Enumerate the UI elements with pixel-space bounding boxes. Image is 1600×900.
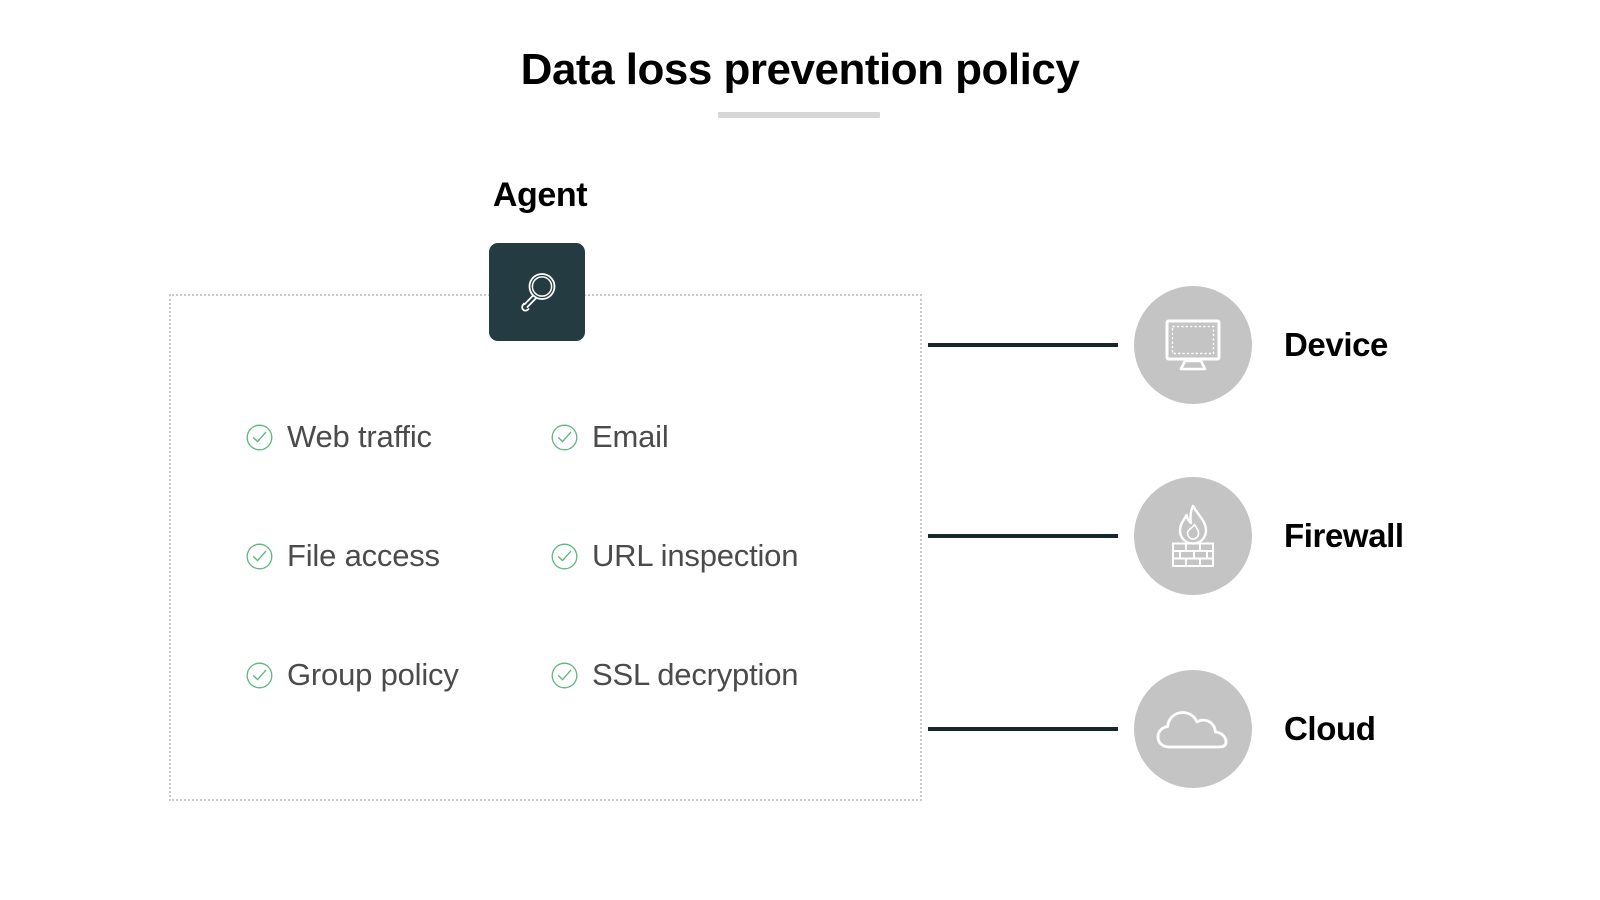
connector-line-firewall xyxy=(928,534,1118,538)
cloud-icon xyxy=(1155,705,1231,753)
feature-list: Web traffic Email xyxy=(246,420,886,777)
feature-label: Email xyxy=(592,419,669,454)
node-label: Cloud xyxy=(1284,710,1376,747)
node-device[interactable]: Device xyxy=(928,286,1388,404)
feature-label: SSL decryption xyxy=(592,657,799,692)
feature-row: Group policy SSL decryption xyxy=(246,658,886,777)
node-label: Device xyxy=(1284,326,1389,363)
feature-item-web-traffic[interactable]: Web traffic xyxy=(246,420,551,454)
check-circle-icon xyxy=(551,424,578,451)
feature-label: Web traffic xyxy=(287,419,432,454)
feature-item-url-inspection[interactable]: URL inspection xyxy=(551,539,871,573)
monitor-icon xyxy=(1161,315,1225,375)
title-underline xyxy=(718,112,880,118)
feature-label: Group policy xyxy=(287,657,459,692)
check-circle-icon xyxy=(246,662,273,689)
feature-row: File access URL inspection xyxy=(246,539,886,658)
agent-label: Agent xyxy=(492,176,588,214)
connector-line-cloud xyxy=(928,727,1118,731)
check-circle-icon xyxy=(551,543,578,570)
node-cloud[interactable]: Cloud xyxy=(928,670,1376,788)
node-icon-circle xyxy=(1134,477,1252,595)
node-icon-circle xyxy=(1134,286,1252,404)
connector-line-device xyxy=(928,343,1118,347)
feature-label: File access xyxy=(287,538,440,573)
feature-item-ssl-decryption[interactable]: SSL decryption xyxy=(551,658,871,692)
feature-item-file-access[interactable]: File access xyxy=(246,539,551,573)
node-label: Firewall xyxy=(1284,517,1404,554)
feature-label: URL inspection xyxy=(592,538,799,573)
check-circle-icon xyxy=(246,543,273,570)
agent-tile[interactable] xyxy=(489,243,585,341)
magnifier-icon xyxy=(511,266,563,318)
feature-item-email[interactable]: Email xyxy=(551,420,871,454)
feature-row: Web traffic Email xyxy=(246,420,886,539)
page-title: Data loss prevention policy xyxy=(520,45,1080,94)
feature-item-group-policy[interactable]: Group policy xyxy=(246,658,551,692)
node-icon-circle xyxy=(1134,670,1252,788)
check-circle-icon xyxy=(246,424,273,451)
check-circle-icon xyxy=(551,662,578,689)
firewall-icon xyxy=(1165,503,1221,569)
node-firewall[interactable]: Firewall xyxy=(928,477,1404,595)
